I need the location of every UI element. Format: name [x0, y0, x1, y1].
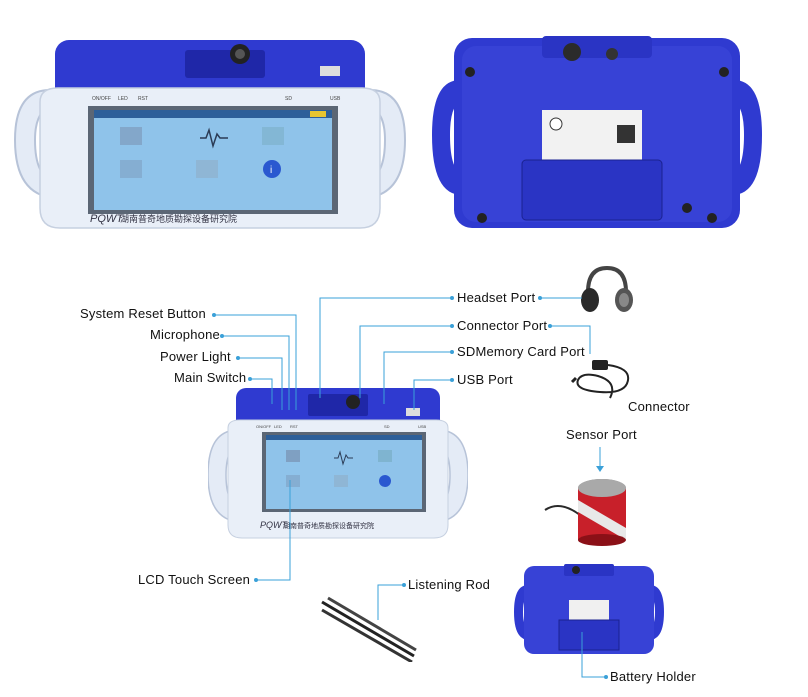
svg-text:LED: LED [274, 424, 282, 429]
svg-text:USB: USB [418, 424, 427, 429]
device-back-large [432, 36, 762, 228]
svg-text:PQWT: PQWT [260, 520, 288, 530]
connector-image [570, 360, 630, 399]
svg-text:湖南普奇地质勘探设备研究院: 湖南普奇地质勘探设备研究院 [120, 213, 237, 224]
label-battery-holder: Battery Holder [610, 669, 696, 684]
label-system-reset-button: System Reset Button [80, 306, 206, 321]
label-main-switch: Main Switch [174, 370, 247, 385]
svg-text:湖南普奇地质勘探设备研究院: 湖南普奇地质勘探设备研究院 [283, 521, 374, 530]
svg-text:RST: RST [290, 424, 299, 429]
top-label-onoff: ON/OFF [92, 96, 111, 102]
label-power-light: Power Light [160, 349, 231, 364]
device-front-small: ON/OFF LED RST SD USB PQWT 湖南普奇地质勘探设备研究院 [208, 388, 468, 539]
label-connector: Connector [628, 399, 690, 414]
headset-image [581, 265, 633, 312]
svg-text:USB: USB [330, 96, 341, 102]
label-sensor-port: Sensor Port [566, 427, 637, 442]
svg-text:SD: SD [285, 96, 292, 102]
label-headset-port: Headset Port [457, 290, 536, 305]
label-usb-port: USB Port [457, 372, 513, 387]
sensor-image [544, 479, 626, 546]
label-connector-port: Connector Port [457, 318, 548, 333]
label-listening-rod: Listening Rod [408, 577, 491, 592]
svg-text:i: i [270, 165, 272, 176]
brand-text-large: PQWT [90, 213, 124, 225]
svg-text:RST: RST [138, 96, 148, 102]
label-microphone: Microphone [150, 327, 220, 342]
svg-text:SD: SD [384, 424, 390, 429]
svg-text:LED: LED [118, 96, 128, 102]
device-back-small [514, 564, 664, 654]
device-front-large: ON/OFF LED RST SD USB i PQWT 湖南普奇地质勘探设备研… [13, 40, 407, 229]
listening-rod-image [321, 596, 417, 662]
label-sd-card-port: SDMemory Card Port [457, 344, 585, 359]
svg-text:ON/OFF: ON/OFF [256, 424, 272, 429]
label-lcd-touch-screen: LCD Touch Screen [138, 572, 251, 587]
